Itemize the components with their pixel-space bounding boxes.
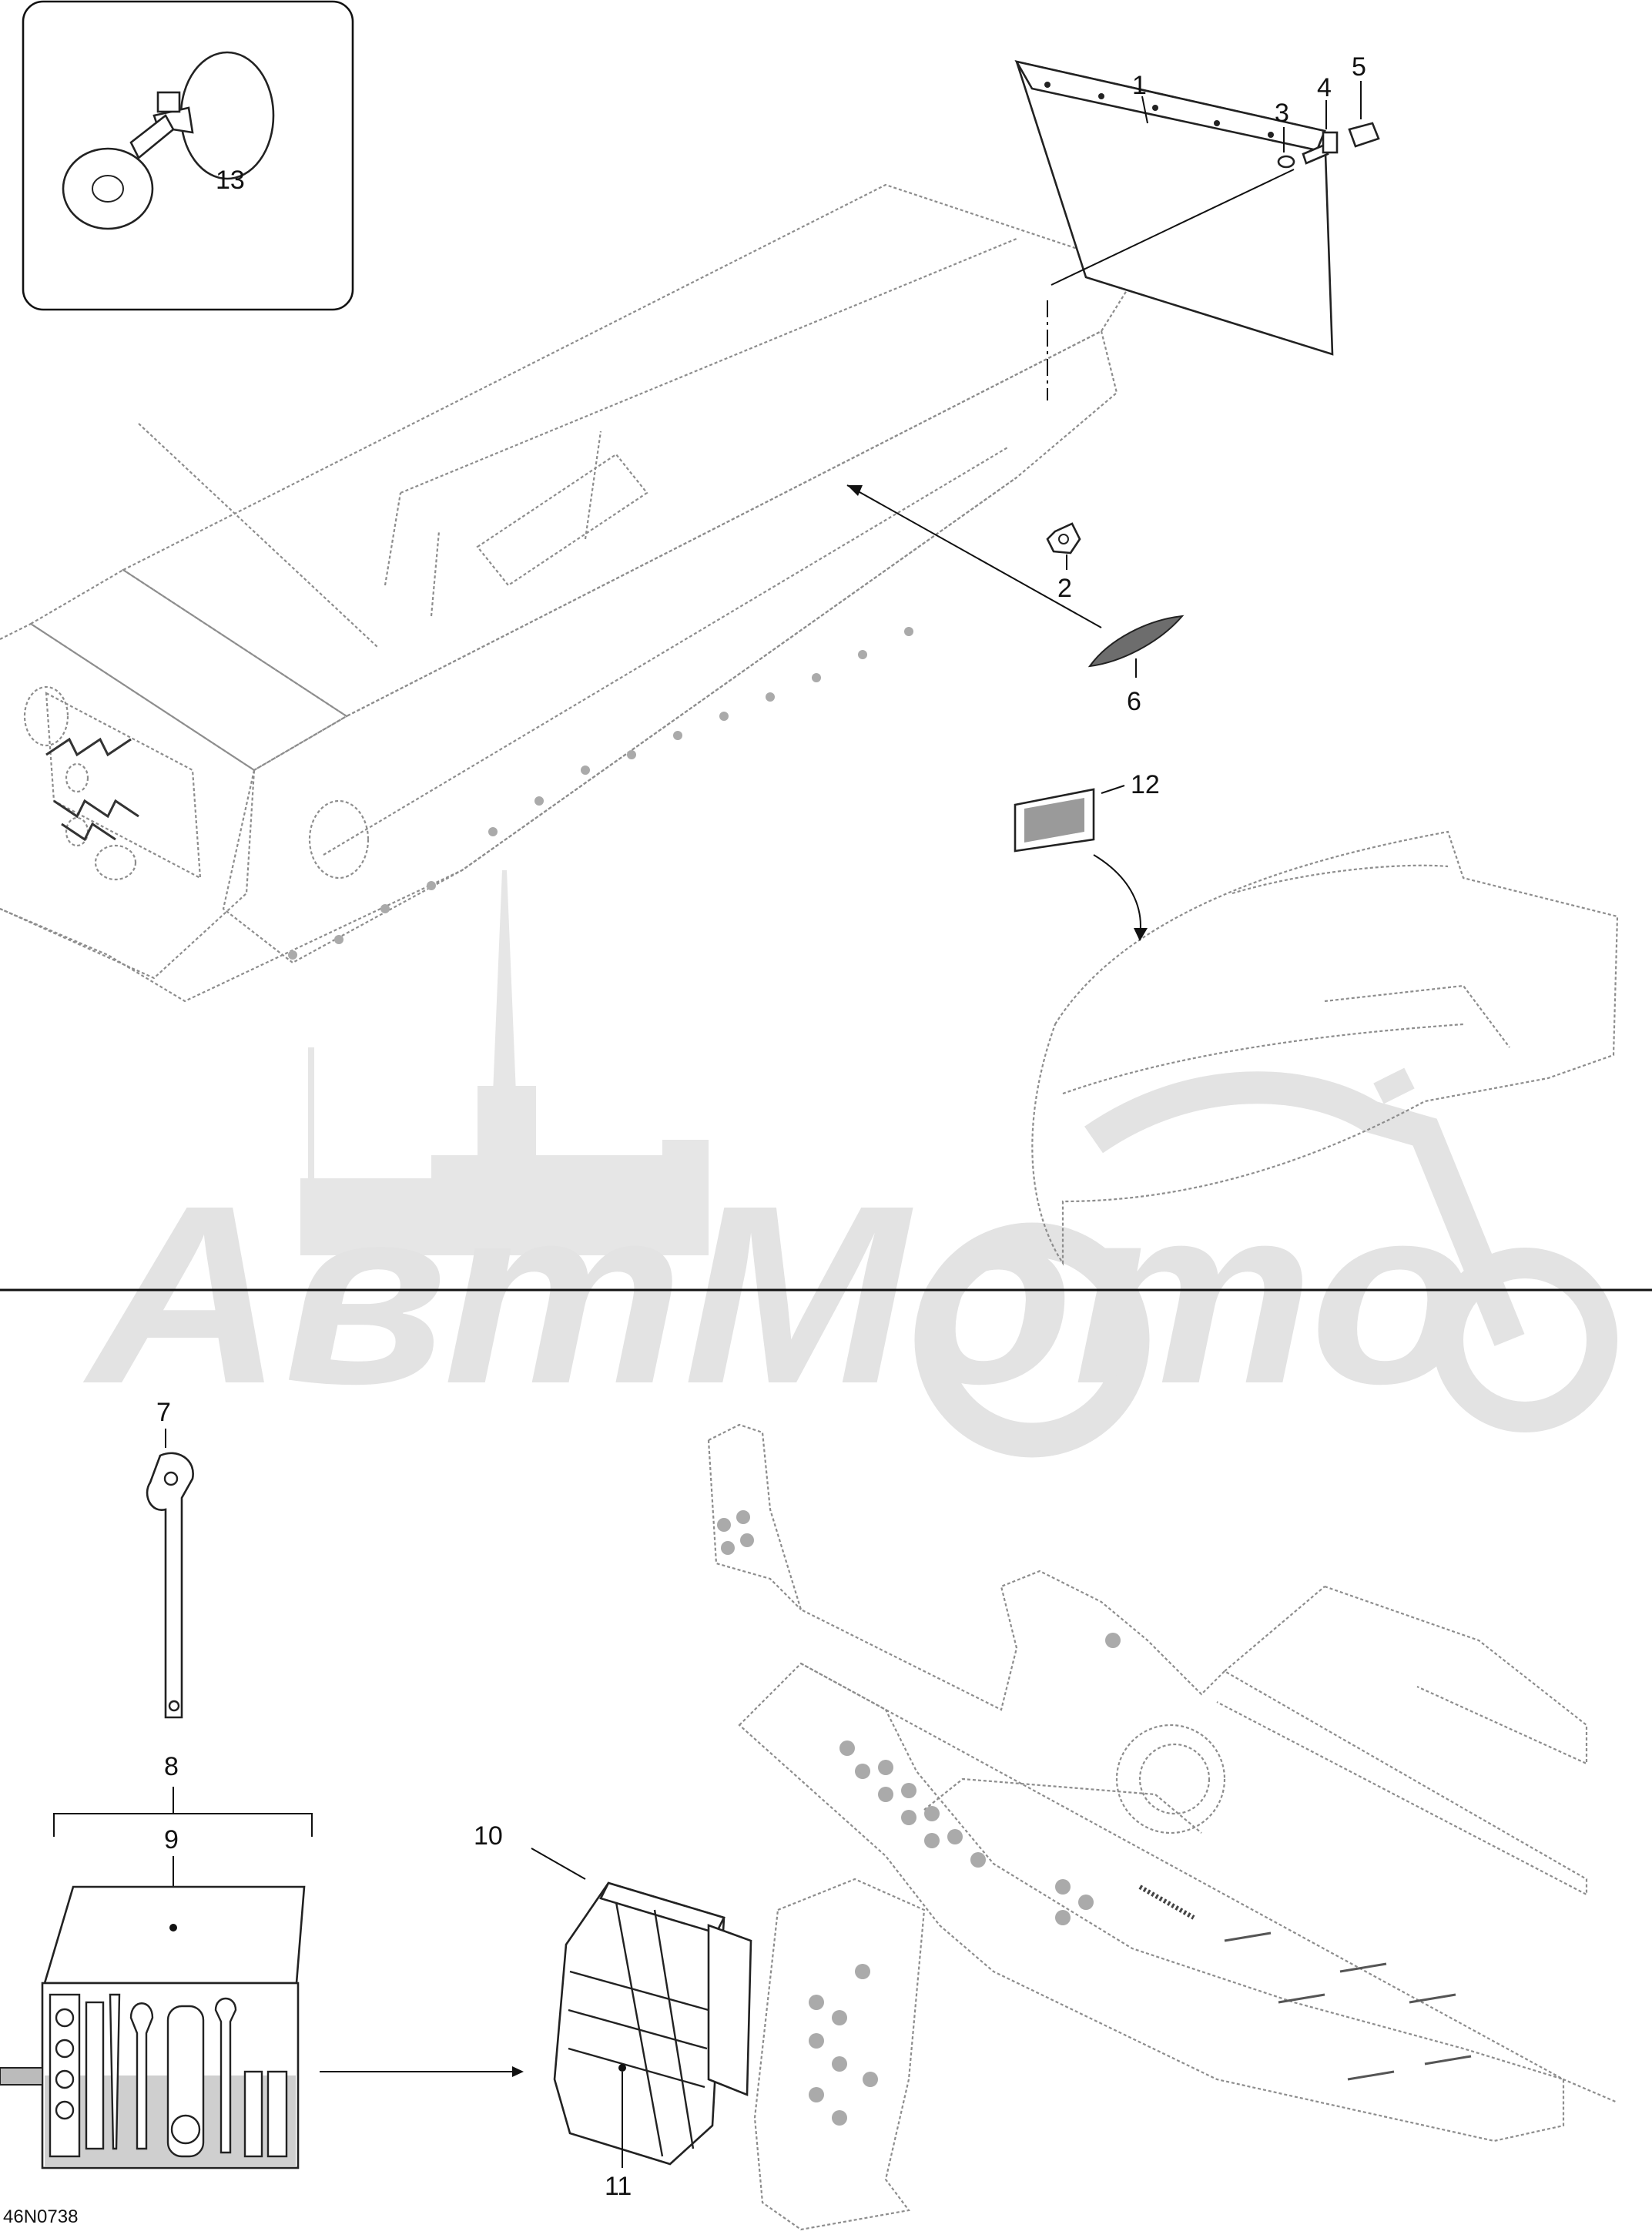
- horn-part: [62, 51, 275, 230]
- callout-10: 10: [474, 1821, 503, 1851]
- callout-1: 1: [1132, 71, 1147, 100]
- callout-2: 2: [1057, 574, 1072, 603]
- clip-5: [1348, 122, 1380, 148]
- drawing-code: 46N0738: [3, 2206, 78, 2227]
- callout-11: 11: [605, 2172, 632, 2201]
- callout-5: 5: [1352, 52, 1366, 82]
- horn-inset: 13: [22, 0, 354, 311]
- chassis-ghost-bottom: [707, 1423, 1618, 2231]
- callout-4: 4: [1317, 73, 1332, 102]
- watermark-motorcycle: [914, 1067, 1617, 1458]
- watermark-spire: [300, 870, 709, 1255]
- decal-6: [1087, 615, 1185, 668]
- callout-9: 9: [164, 1825, 179, 1854]
- tool-box-10: [553, 1881, 752, 2166]
- bolt-4: [1302, 131, 1339, 165]
- watermark-text: АвтМото: [80, 1152, 1475, 1436]
- callout-7: 7: [156, 1398, 171, 1427]
- hood-ghost: [1031, 830, 1619, 1266]
- tool-kit-9: [0, 1885, 306, 2169]
- inset-frame: [22, 0, 354, 311]
- washer-3: [1277, 155, 1295, 169]
- wrench-7: [146, 1452, 194, 1719]
- suspension-springs: [45, 737, 139, 842]
- decal-12: [1014, 788, 1095, 853]
- callout-13: 13: [216, 166, 245, 195]
- kit-contents: [49, 1993, 288, 2158]
- callout-3: 3: [1275, 99, 1289, 128]
- callout-8: 8: [164, 1752, 179, 1781]
- callout-6: 6: [1127, 687, 1141, 716]
- nut-2: [1046, 522, 1081, 554]
- callout-12: 12: [1131, 770, 1160, 799]
- watermark: АвтМото: [80, 870, 1617, 1458]
- chassis-ghost-top: [0, 183, 1141, 1003]
